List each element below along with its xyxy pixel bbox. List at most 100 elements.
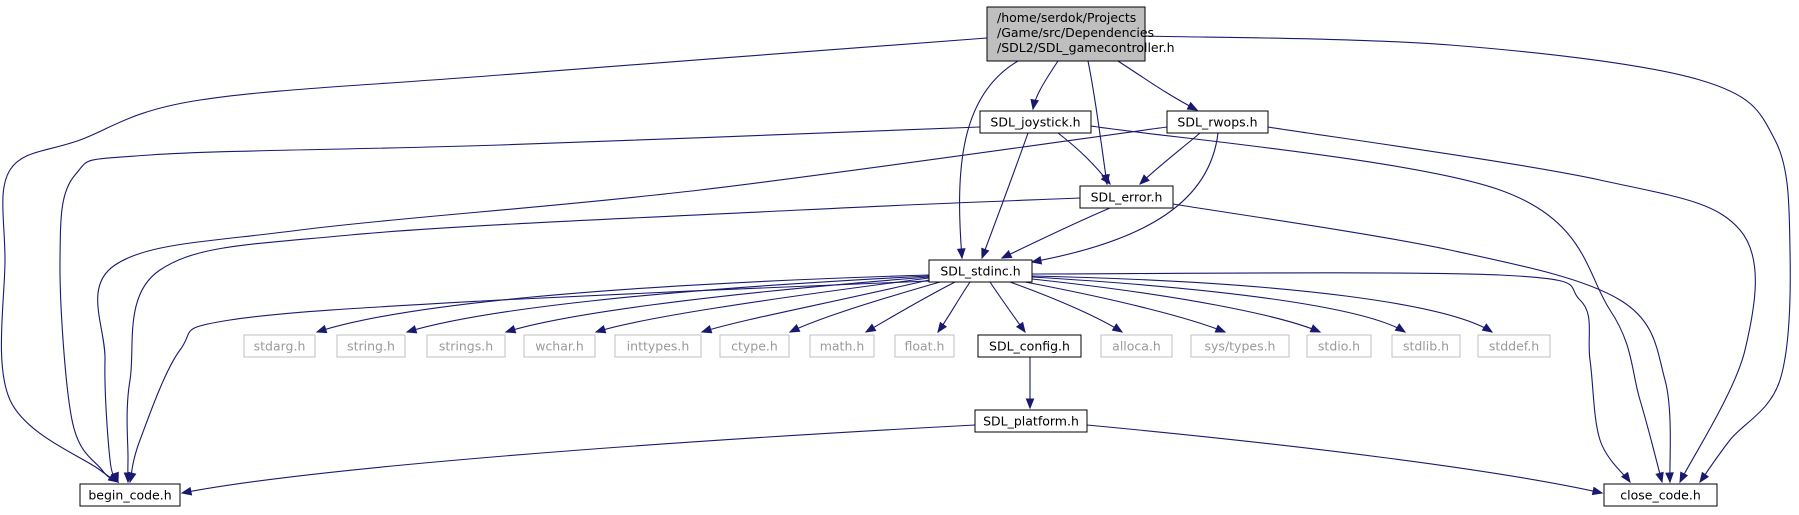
arrowhead-stdinc-to-inttypes [700, 325, 713, 334]
edge-rwops-to-stdinc [1031, 132, 1219, 263]
node-string-box [336, 334, 406, 358]
arrowhead-stdinc-to-string [405, 325, 418, 334]
edge-platform-to-begin [181, 424, 976, 494]
edge-rwops-to-error [1139, 132, 1201, 185]
arrowhead-root-to-close [1699, 471, 1710, 484]
node-platform[interactable]: SDL_platform.h [974, 409, 1088, 433]
node-error[interactable]: SDL_error.h [1079, 185, 1174, 209]
node-alloca-box [1100, 334, 1173, 358]
node-strings-label: strings.h [439, 339, 493, 354]
node-stdio-label: stdio.h [1318, 339, 1360, 354]
node-close[interactable]: close_code.h [1603, 483, 1718, 507]
edge-stdinc-to-stdlib [1031, 276, 1406, 333]
node-ctype-box [719, 334, 790, 358]
edge-root-to-error [1087, 60, 1108, 185]
node-stdarg-label: stdarg.h [254, 339, 306, 354]
edge-rwops-to-begin [97, 126, 1168, 483]
arrowhead-root-to-rwops [1186, 101, 1199, 111]
node-math: math.h [809, 334, 875, 358]
arrowhead-stdinc-to-float [937, 321, 948, 334]
node-float-box [894, 334, 955, 358]
node-rwops-label: SDL_rwops.h [1177, 115, 1257, 130]
arrowhead-platform-to-close [1591, 486, 1604, 496]
edge-stdinc-to-stdio [1031, 278, 1321, 333]
node-wchar-label: wchar.h [535, 339, 584, 354]
node-ctype-label: ctype.h [731, 339, 778, 354]
arrowhead-stdinc-to-begin [127, 471, 137, 484]
node-math-label: math.h [820, 339, 865, 354]
node-stdinc[interactable]: SDL_stdinc.h [928, 259, 1033, 283]
arrowhead-rwops-to-stdinc [1030, 255, 1043, 265]
edge-stdinc-to-inttypes [701, 279, 930, 333]
node-string-label: string.h [347, 339, 395, 354]
arrowhead-stdinc-to-ctype [788, 323, 801, 333]
arrowhead-stdinc-to-stdio [1309, 324, 1322, 333]
node-root-box [986, 6, 1146, 62]
node-math-box [809, 334, 875, 358]
edge-stdinc-to-wchar [595, 277, 930, 333]
arrowhead-stdinc-to-strings [504, 325, 517, 334]
arrowhead-joystick-to-error [1100, 173, 1111, 186]
node-root[interactable]: /home/serdok/Projects/Game/src/Dependenc… [986, 6, 1175, 62]
node-joystick-label: SDL_joystick.h [990, 115, 1080, 130]
node-joystick-box [979, 110, 1092, 134]
arrowhead-stdinc-to-systypes [1214, 324, 1227, 333]
node-stdinc-label: SDL_stdinc.h [940, 264, 1020, 279]
node-systypes-label: sys/types.h [1205, 339, 1276, 354]
node-stdlib-box [1391, 334, 1461, 358]
node-config[interactable]: SDL_config.h [977, 334, 1082, 358]
node-stddef: stddef.h [1477, 334, 1551, 358]
edge-platform-to-close [1086, 424, 1603, 494]
edge-root-to-rwops [1117, 60, 1198, 111]
node-begin-label: begin_code.h [88, 488, 171, 503]
arrowhead-stdinc-to-alloca [1111, 323, 1124, 333]
arrowhead-root-to-joystick [1030, 98, 1039, 111]
arrowhead-stdinc-to-close [1620, 471, 1631, 484]
edge-stdinc-to-begin [129, 280, 930, 483]
arrowhead-stdinc-to-stdlib [1394, 323, 1407, 333]
edge-stdinc-to-close [1031, 272, 1631, 483]
node-alloca: alloca.h [1100, 334, 1173, 358]
dependency-edges [0, 35, 1791, 496]
node-platform-label: SDL_platform.h [983, 414, 1079, 429]
edge-root-to-begin [0, 37, 988, 483]
edge-rwops-to-close [1267, 126, 1756, 483]
edge-stdinc-to-stddef [1031, 275, 1493, 333]
node-strings-box [426, 334, 506, 358]
arrowhead-error-to-close [1665, 472, 1674, 484]
edge-error-to-close [1172, 203, 1671, 483]
edge-stdinc-to-ctype [789, 281, 941, 333]
arrowhead-stdinc-to-wchar [594, 324, 607, 334]
node-begin[interactable]: begin_code.h [79, 483, 181, 507]
node-config-label: SDL_config.h [989, 339, 1070, 354]
node-config-box [977, 334, 1082, 358]
node-inttypes: inttypes.h [614, 334, 702, 358]
node-stdarg: stdarg.h [243, 334, 316, 358]
node-stdlib: stdlib.h [1391, 334, 1461, 358]
node-root-label-line: /home/serdok/Projects [997, 10, 1136, 25]
node-root-label-line: /SDL2/SDL_gamecontroller.h [997, 40, 1175, 55]
node-stdio-box [1306, 334, 1372, 358]
edge-joystick-to-begin [59, 126, 981, 483]
arrowhead-stdinc-to-config [1015, 321, 1026, 334]
node-ctype: ctype.h [719, 334, 790, 358]
arrowhead-config-to-platform [1025, 398, 1035, 410]
edge-stdinc-to-string [406, 275, 930, 333]
node-error-box [1079, 185, 1174, 209]
edge-stdinc-to-systypes [1024, 281, 1226, 333]
node-systypes-box [1190, 334, 1290, 358]
node-wchar-box [523, 334, 596, 358]
node-rwops[interactable]: SDL_rwops.h [1166, 110, 1269, 134]
node-error-label: SDL_error.h [1091, 190, 1163, 205]
node-stdarg-box [243, 334, 316, 358]
node-close-box [1603, 483, 1718, 507]
edge-joystick-to-close [1090, 125, 1663, 483]
arrowhead-stdinc-to-stdarg [315, 324, 328, 334]
arrowhead-joystick-to-stdinc [981, 247, 990, 260]
node-stddef-box [1477, 334, 1551, 358]
node-float: float.h [894, 334, 955, 358]
arrowhead-error-to-stdinc [1000, 250, 1013, 259]
node-inttypes-box [614, 334, 702, 358]
node-joystick[interactable]: SDL_joystick.h [979, 110, 1092, 134]
arrowhead-stdinc-to-math [864, 323, 877, 333]
